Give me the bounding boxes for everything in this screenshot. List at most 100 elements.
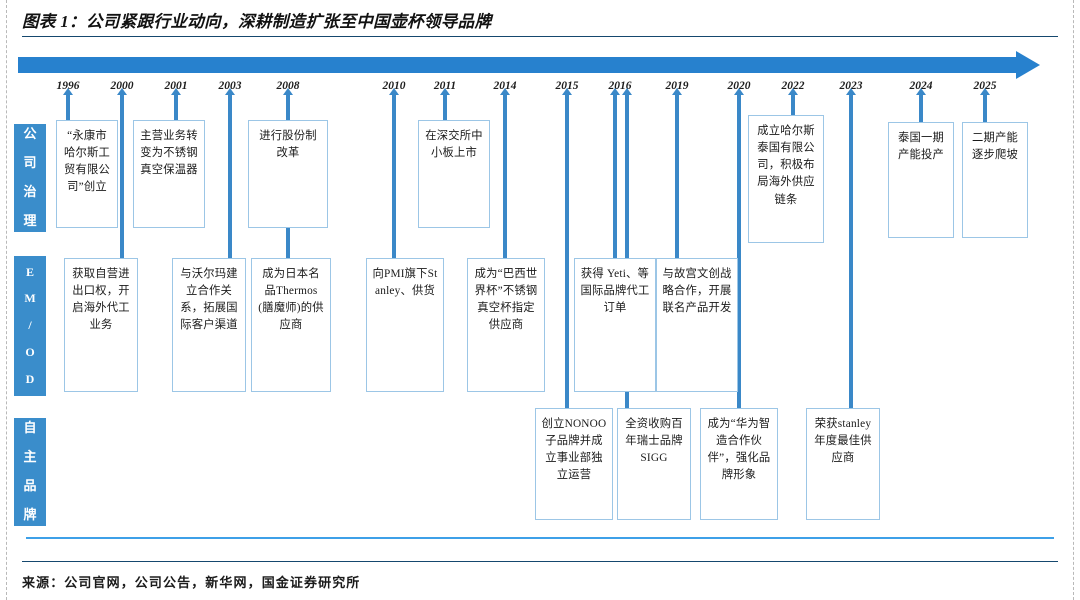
year-label-2023: 2023 <box>839 80 863 92</box>
event-box-governance-2001: 主营业务转变为不锈钢真空保温器 <box>133 120 205 228</box>
row-label-oem-odm: O E M / O D M <box>14 238 46 413</box>
connector-2000-arrow-icon <box>117 88 127 95</box>
event-text: 荣获stanley年度最佳供应商 <box>814 418 872 465</box>
connector-2025-arrow-icon <box>980 88 990 95</box>
event-text: 全资收购百年瑞士品牌SIGG <box>625 418 683 465</box>
year-label-2010: 2010 <box>382 80 406 92</box>
event-box-governance-2011: 在深交所中小板上市 <box>418 120 490 228</box>
row-label-char: O <box>25 345 35 360</box>
event-box-oem-2019: 与故宫文创战略合作，开展联名产品开发 <box>656 258 738 392</box>
event-box-governance-2025: 二期产能逐步爬坡 <box>962 122 1028 238</box>
connector-2010 <box>392 95 396 260</box>
row-label-governance: 公 司 治 理 <box>14 124 46 232</box>
event-box-brand-2015: 创立NONOO子品牌并成立事业部独立运营 <box>535 408 613 520</box>
row-label-char: O <box>25 237 35 252</box>
connector-2015 <box>565 95 569 410</box>
event-box-oem-2003: 与沃尔玛建立合作关系，拓展国际客户渠道 <box>172 258 246 392</box>
event-box-brand-2020: 成为“华为智造合作伙伴”，强化品牌形象 <box>700 408 778 520</box>
event-box-oem-2000: 获取自营进出口权，开启海外代工业务 <box>64 258 138 392</box>
row-label-char: 牌 <box>23 507 37 523</box>
event-text: 进行股份制改革 <box>259 130 317 160</box>
year-label-2025: 2025 <box>973 80 997 92</box>
connector-1996-arrow-icon <box>63 88 73 95</box>
title-divider <box>22 36 1058 37</box>
event-text: 二期产能逐步爬坡 <box>972 132 1018 162</box>
connector-2014-arrow-icon <box>500 88 510 95</box>
connector-2016-oem <box>613 95 617 260</box>
connector-2001 <box>174 95 178 122</box>
connector-2003-arrow-icon <box>225 88 235 95</box>
page-frame-left-edge <box>6 0 7 600</box>
connector-2001-arrow-icon <box>171 88 181 95</box>
page-frame-right-edge <box>1073 0 1074 600</box>
footer-divider-dark <box>22 561 1058 562</box>
connector-2023 <box>849 95 853 410</box>
connector-2023-arrow-icon <box>846 88 856 95</box>
event-text: 在深交所中小板上市 <box>425 130 483 160</box>
year-label-2015: 2015 <box>555 80 579 92</box>
year-label-2020: 2020 <box>727 80 751 92</box>
connector-2011 <box>443 95 447 122</box>
row-label-char: 公 <box>23 126 37 142</box>
row-label-char: 品 <box>23 478 37 494</box>
year-label-1996: 1996 <box>56 80 80 92</box>
row-label-char: 自 <box>23 420 37 436</box>
event-box-governance-2024: 泰国一期产能投产 <box>888 122 954 238</box>
event-text: 获取自营进出口权，开启海外代工业务 <box>72 268 130 332</box>
connector-2016-brand-arrow-icon <box>622 88 632 95</box>
row-label-char: 司 <box>23 155 37 171</box>
row-label-char: 主 <box>23 449 37 465</box>
connector-2020-arrow-icon <box>734 88 744 95</box>
event-text: 与沃尔玛建立合作关系，拓展国际客户渠道 <box>180 268 238 332</box>
connector-2019 <box>675 95 679 260</box>
row-label-char: M <box>24 291 36 306</box>
event-text: 与故宫文创战略合作，开展联名产品开发 <box>662 268 732 315</box>
year-label-2000: 2000 <box>110 80 134 92</box>
connector-2024-arrow-icon <box>916 88 926 95</box>
event-box-brand-2016: 全资收购百年瑞士品牌SIGG <box>617 408 691 520</box>
connector-2020 <box>737 95 741 410</box>
event-text: 成为“华为智造合作伙伴”，强化品牌形象 <box>707 418 771 482</box>
row-label-char: / <box>28 318 32 333</box>
event-box-governance-2008: 进行股份制改革 <box>248 120 328 228</box>
year-label-2014: 2014 <box>493 80 517 92</box>
row-label-char: 理 <box>23 213 37 229</box>
event-box-oem-2008: 成为日本名品Thermos(膳魔师)的供应商 <box>251 258 331 392</box>
row-label-char: 治 <box>23 184 37 200</box>
timeline-axis <box>18 51 1040 79</box>
connector-2015-arrow-icon <box>562 88 572 95</box>
connector-2019-arrow-icon <box>672 88 682 95</box>
year-label-2024: 2024 <box>909 80 933 92</box>
connector-1996 <box>66 95 70 122</box>
year-label-2001: 2001 <box>164 80 188 92</box>
connector-2000 <box>120 95 124 260</box>
row-label-char: M <box>24 398 36 413</box>
event-text: 成为“巴西世界杯”不锈钢真空杯指定供应商 <box>474 268 538 332</box>
connector-2025 <box>983 95 987 124</box>
event-box-governance-1996: “永康市哈尔斯工贸有限公司”创立 <box>56 120 118 228</box>
row-label-char: D <box>25 372 35 387</box>
year-label-2011: 2011 <box>433 80 457 92</box>
row-label-char: E <box>25 264 34 279</box>
row-label-own-brand: 自 主 品 牌 <box>14 418 46 526</box>
event-text: 向PMI旗下Stanley、供货 <box>372 268 438 298</box>
connector-2016-oem-arrow-icon <box>610 88 620 95</box>
event-text: “永康市哈尔斯工贸有限公司”创立 <box>64 130 110 194</box>
timeline-arrow-icon <box>1016 51 1040 79</box>
source-note: 来源：公司官网，公司公告，新华网，国金证券研究所 <box>22 575 361 590</box>
connector-2011-arrow-icon <box>440 88 450 95</box>
event-text: 主营业务转变为不锈钢真空保温器 <box>140 130 198 177</box>
connector-2010-arrow-icon <box>389 88 399 95</box>
year-label-2019: 2019 <box>665 80 689 92</box>
connector-2014 <box>503 95 507 260</box>
connector-2016-brand <box>625 95 629 410</box>
event-text: 成立哈尔斯泰国有限公司，积极布局海外供应链条 <box>757 125 815 206</box>
connector-2024 <box>919 95 923 124</box>
event-box-oem-2014: 成为“巴西世界杯”不锈钢真空杯指定供应商 <box>467 258 545 392</box>
event-box-oem-2016: 获得 Yeti、等国际品牌代工订单 <box>574 258 656 392</box>
footer-divider-blue <box>26 537 1054 539</box>
year-label-2008: 2008 <box>276 80 300 92</box>
connector-2008-arrow-icon <box>283 88 293 95</box>
connector-2022 <box>791 95 795 117</box>
